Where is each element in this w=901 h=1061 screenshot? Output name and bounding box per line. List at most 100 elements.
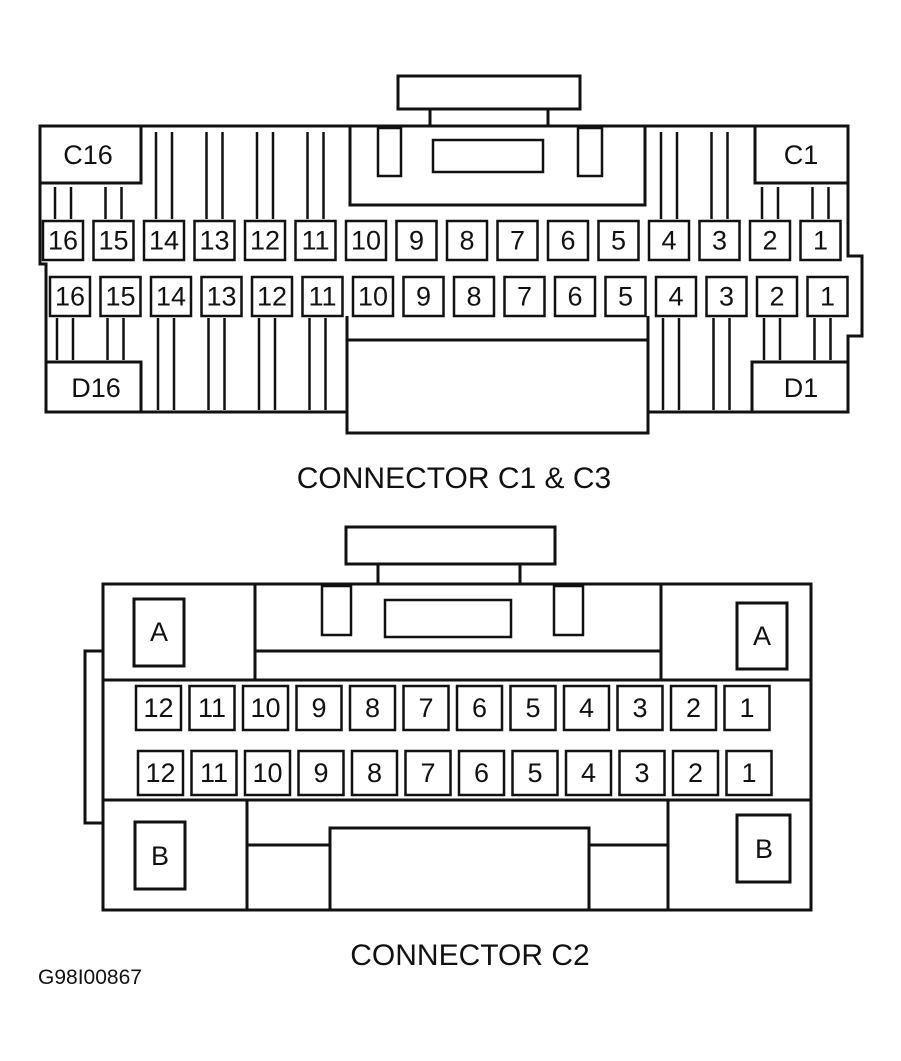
c2-row-a-pin-11: 11 bbox=[188, 684, 236, 732]
c1c3-row-c-pin-10: 10 bbox=[344, 219, 388, 262]
c1c3-row-d-pin-number: 16 bbox=[55, 282, 85, 312]
c1c3-row-c-pin-box bbox=[597, 219, 640, 262]
c1c3-row-c-pin-box bbox=[445, 219, 489, 262]
c1c3-row-d-pin-3: 3 bbox=[705, 275, 748, 318]
c1c3-row-d-pin-15: 15 bbox=[99, 275, 142, 318]
c2-row-a-pin-3: 3 bbox=[616, 684, 664, 732]
c1c3-row-d-pin-number: 11 bbox=[308, 282, 336, 312]
c2-row-b-pin-2: 2 bbox=[671, 749, 720, 797]
c1c3-row-c-pin-number: 1 bbox=[813, 226, 828, 256]
c2-row-a-pin-box bbox=[616, 684, 664, 732]
c1c3-row-c-pin-box bbox=[496, 219, 539, 262]
c1c3-label-c16: C16 bbox=[63, 140, 113, 170]
c2-row-b-pin-number: 5 bbox=[527, 758, 542, 788]
c2-row-b-pin-11: 11 bbox=[190, 749, 238, 797]
c2-caption: CONNECTOR C2 bbox=[350, 939, 589, 972]
c2-row-a-pin-box bbox=[295, 684, 343, 732]
c1c3-row-c-pin-16: 16 bbox=[41, 219, 85, 262]
c1c3-row-d-pin-number: 9 bbox=[416, 282, 431, 312]
c1c3-row-d-pin-box bbox=[301, 275, 344, 318]
c1c3-row-c-pin-number: 15 bbox=[98, 226, 128, 256]
c1c3-label-c1: C1 bbox=[784, 140, 819, 170]
c2-row-b-pin-box bbox=[190, 749, 238, 797]
c2-row-a-pin-5: 5 bbox=[509, 684, 557, 732]
c2-row-b-pin-number: 11 bbox=[200, 758, 228, 788]
c1c3-row-c-pin-number: 11 bbox=[301, 226, 329, 256]
c2-corner-box-top-right bbox=[735, 601, 789, 671]
c1c3-row-c-pin-2: 2 bbox=[748, 219, 792, 262]
c1c3-row-d-pin-box bbox=[705, 275, 748, 318]
c1c3-row-d-pin-number: 15 bbox=[105, 282, 135, 312]
c1c3-row-c-pin-number: 9 bbox=[409, 226, 424, 256]
c2-row-a-pin-number: 7 bbox=[418, 693, 433, 723]
c2-row-b-pin-box bbox=[136, 749, 185, 797]
c1c3-row-d-pin-box bbox=[503, 275, 546, 318]
c1c3-row-c-pin-box bbox=[344, 219, 388, 262]
c1c3-row-d-pin-number: 12 bbox=[257, 282, 287, 312]
c1c3-corner-box-top-right bbox=[753, 124, 850, 185]
c1c3-row-d-pin-box bbox=[200, 275, 243, 318]
c1c3-row-d-pin-7: 7 bbox=[503, 275, 546, 318]
c1c3-row-d-pin-box bbox=[604, 275, 647, 318]
c1c3-row-c-pin-number: 10 bbox=[351, 226, 381, 256]
c2-row-a-pin-number: 6 bbox=[472, 693, 487, 723]
c1c3-row-d-pin-number: 8 bbox=[466, 282, 481, 312]
c2-row-a-pin-2: 2 bbox=[669, 684, 718, 732]
c1c3-terminal-ribs bbox=[53, 132, 832, 410]
c2-row-a-pin-6: 6 bbox=[455, 684, 504, 732]
c1c3-row-c-pin-number: 6 bbox=[560, 226, 575, 256]
c2-row-a-pin-box bbox=[455, 684, 504, 732]
c1c3-row-d-pin-box bbox=[351, 275, 395, 318]
c2-row-a-pin-number: 2 bbox=[686, 693, 701, 723]
c2-latch-window bbox=[383, 598, 513, 639]
c1c3-row-c-pin-11: 11 bbox=[294, 219, 337, 262]
c2-corner-box-bottom-left bbox=[133, 820, 187, 891]
c1c3-row-c-pin-box bbox=[395, 219, 438, 262]
c2-row-b-pin-number: 6 bbox=[474, 758, 489, 788]
c2-label-a-left: A bbox=[150, 617, 168, 647]
c2-label-b-right: B bbox=[755, 834, 773, 864]
c2-row-a-pin-12: 12 bbox=[134, 684, 183, 732]
c2-row-a-pin-box bbox=[669, 684, 718, 732]
c1c3-row-c-pin-box bbox=[799, 219, 842, 262]
c2-row-b-pin-box bbox=[564, 749, 613, 797]
c2-row-b-pin-7: 7 bbox=[404, 749, 452, 797]
c1c3-row-c-pin-number: 3 bbox=[712, 226, 727, 256]
c1c3-row-d-pin-number: 7 bbox=[517, 282, 532, 312]
c1c3-corner-box-bottom-right bbox=[750, 360, 850, 414]
c2-row-b-pin-8: 8 bbox=[350, 749, 399, 797]
c2-row-b-pin-number: 1 bbox=[741, 758, 756, 788]
c2-row-b-pin-10: 10 bbox=[243, 749, 292, 797]
c1c3-row-c-pin-box bbox=[193, 219, 236, 262]
c2-row-a-pin-box bbox=[402, 684, 450, 732]
c1c3-row-c-pin-box bbox=[142, 219, 186, 262]
c1c3-row-d-pin-14: 14 bbox=[149, 275, 193, 318]
c2-row-a-pin-9: 9 bbox=[295, 684, 343, 732]
c1c3-row-c-pin-number: 8 bbox=[459, 226, 474, 256]
c2-row-b-pin-9: 9 bbox=[297, 749, 345, 797]
c2-row-b-pin-6: 6 bbox=[457, 749, 506, 797]
c1c3-row-c-pin-15: 15 bbox=[92, 219, 135, 262]
c1c3-row-d-pin-number: 4 bbox=[668, 282, 683, 312]
c1c3-row-d-pin-number: 1 bbox=[820, 282, 835, 312]
c2-row-b-pin-box bbox=[725, 749, 773, 797]
c2-row-b-pin-box bbox=[297, 749, 345, 797]
c2-row-b-pin-3: 3 bbox=[618, 749, 666, 797]
c1c3-row-d-pin-box bbox=[48, 275, 92, 318]
c1c3-row-d-pin-1: 1 bbox=[806, 275, 849, 318]
c2-row-a-pin-number: 11 bbox=[198, 693, 226, 723]
c1c3-row-c-pin-box bbox=[647, 219, 691, 262]
c2-row-a-pin-box bbox=[188, 684, 236, 732]
c1c3-row-d-pin-16: 16 bbox=[48, 275, 92, 318]
c2-row-b-pin-5: 5 bbox=[511, 749, 559, 797]
c1c3-row-c-pin-8: 8 bbox=[445, 219, 489, 262]
c2-row-a-pin-box bbox=[241, 684, 290, 732]
c1c3-row-d-pin-13: 13 bbox=[200, 275, 243, 318]
c2-label-b-left: B bbox=[151, 841, 169, 871]
c1c3-caption: CONNECTOR C1 & C3 bbox=[297, 462, 612, 495]
